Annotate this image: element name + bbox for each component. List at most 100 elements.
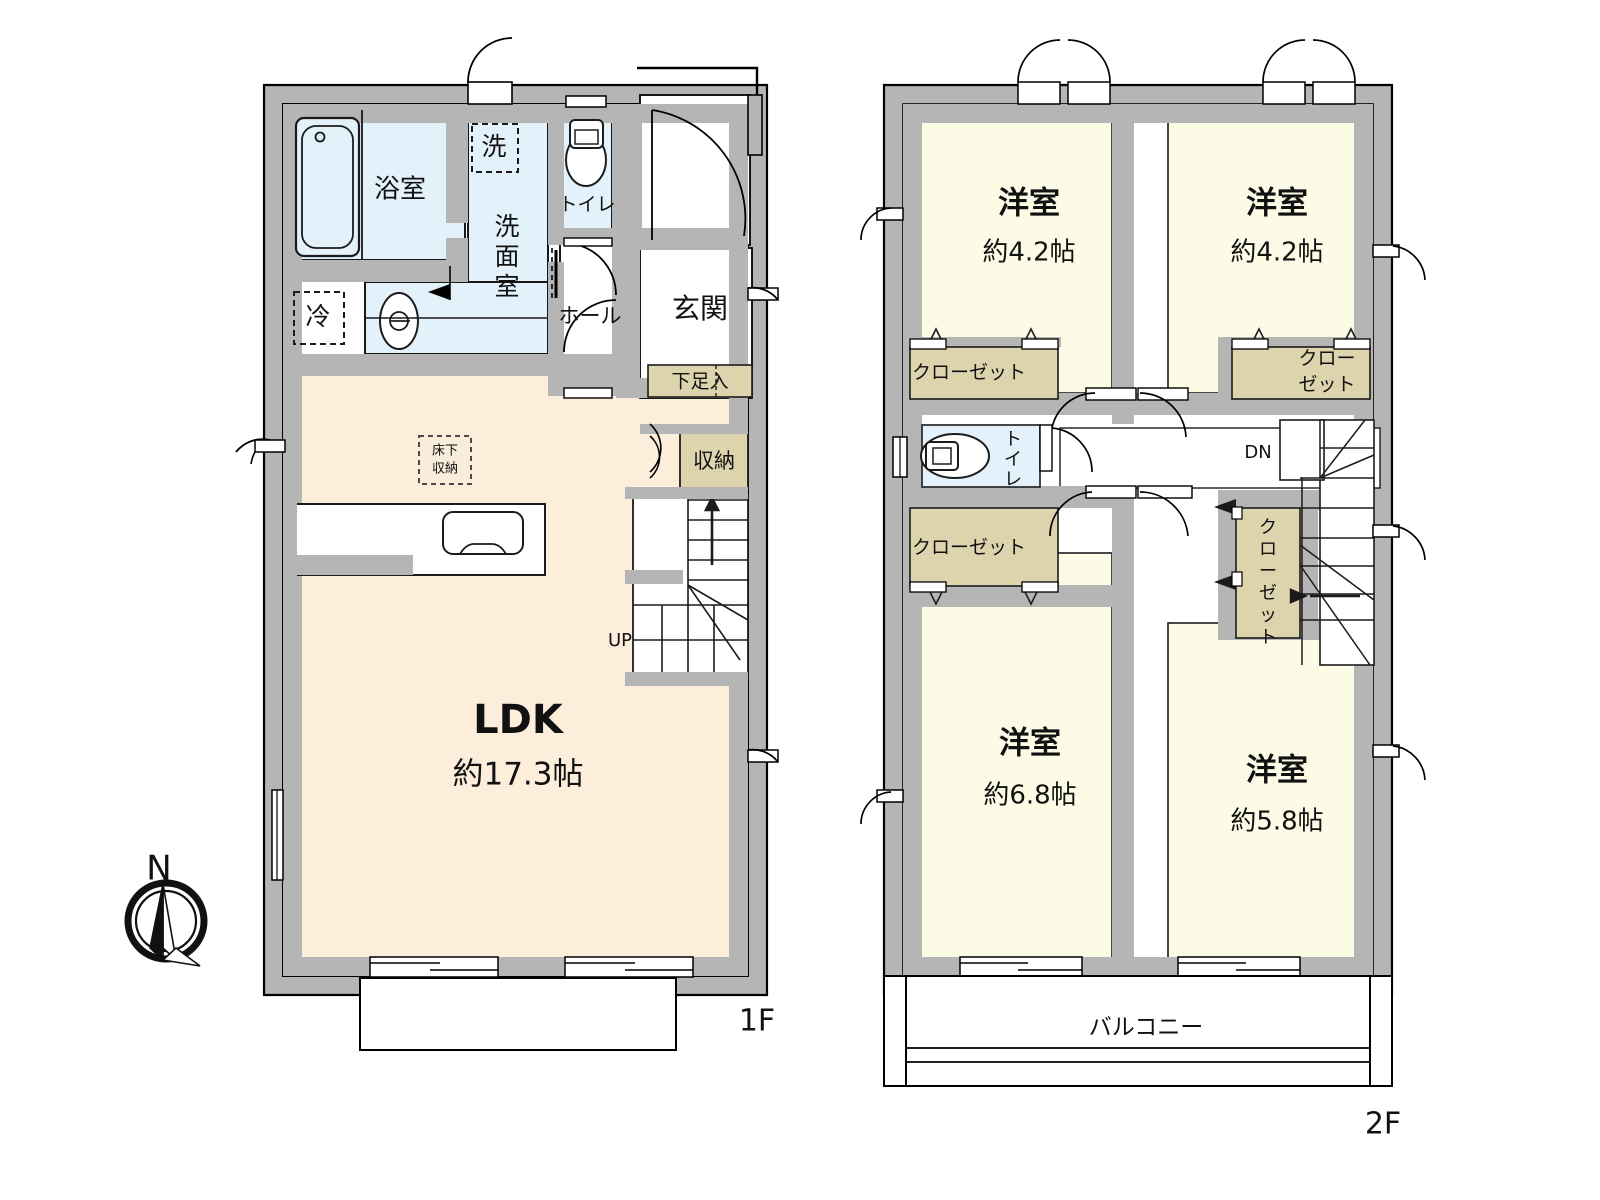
- underfloor-storage-dash: [418, 435, 472, 485]
- label-closet-nw: クローゼット: [912, 362, 1026, 384]
- closet-nw: [909, 346, 1059, 400]
- 2f-wall-ne-closet-left: [1218, 337, 1234, 395]
- 2f-stair-treads: [1299, 419, 1375, 666]
- door-swing-hall: [563, 299, 617, 353]
- label-genkan: 玄関: [672, 292, 728, 325]
- 1f-wall-genkan-top: [616, 228, 748, 250]
- door-swing-ldk-closet-a: [649, 423, 662, 473]
- kitchen-sink-icon: [442, 511, 524, 555]
- door-swing-se: [1139, 491, 1189, 537]
- label-toilet-1f: トイレ: [558, 194, 615, 216]
- 2f-wall-ne-closet-top: [1222, 337, 1373, 347]
- window-2f-right-mid: [1372, 524, 1400, 538]
- compass-north-label: N: [146, 849, 171, 889]
- label-closet-se-c5: ッ: [1259, 605, 1277, 626]
- door-swing-ldk-closet-b: [649, 435, 661, 479]
- bedroom-sw-floor: [906, 552, 1113, 974]
- 1f-wall-left: [283, 104, 302, 976]
- door-swing-left-upper: [235, 438, 271, 453]
- balcony-group: [883, 975, 1393, 1087]
- 2f-wall-sw-closet-bottom: [903, 585, 1114, 607]
- label-toilet-2f-c1: ト: [1004, 429, 1022, 450]
- 2f-stair-landing: [1279, 419, 1325, 481]
- fridge-tag-box: [293, 291, 345, 345]
- label-bedroom-ne-area: 約4.2帖: [1230, 238, 1323, 268]
- label-floor-2f: 2F: [1365, 1107, 1401, 1142]
- label-washroom-c2: 面: [494, 242, 519, 271]
- window-2f-nw-top-a: [1017, 81, 1061, 105]
- label-toilet-2f-c3: レ: [1004, 469, 1022, 490]
- window-2f-right-lower: [1372, 744, 1400, 758]
- bath-door-marker: [428, 284, 450, 300]
- label-closet-se-c6: ト: [1259, 627, 1277, 648]
- 1f-stair-wall-mid: [625, 570, 683, 584]
- door-swing-2f-toilet: [1051, 427, 1093, 473]
- 1f-porch-post: [747, 94, 763, 156]
- label-closet-se: ク ロ ー ゼ ッ ト: [1259, 517, 1277, 648]
- label-bedroom-nw-area: 約4.2帖: [982, 238, 1075, 268]
- label-underfloor-2: 収納: [432, 462, 458, 477]
- label-balcony: バルコニー: [1089, 1015, 1204, 1041]
- label-ldk: LDK: [473, 697, 565, 743]
- underfloor-storage-fill: [419, 436, 471, 484]
- bathtub-icon: [294, 116, 361, 258]
- label-closet-sw: クローゼット: [912, 537, 1026, 559]
- 1f-wall-hall-right: [612, 246, 640, 396]
- window-genkan-right: [747, 287, 779, 301]
- label-underfloor-1: 床下: [432, 444, 458, 459]
- closet-se-door-a: [1214, 499, 1236, 515]
- floor-1f-group: 浴室 洗 面 室 トイレ ホール 玄関 下足入 収納 洗 冷 床下 収納 LDK…: [235, 37, 779, 1051]
- window-2f-nw-top-b: [1067, 81, 1111, 105]
- closet-sw: [909, 507, 1059, 587]
- closet-ne: [1231, 346, 1371, 400]
- label-washer-tag: 洗: [481, 132, 506, 161]
- door-swing-genkan: [651, 109, 747, 237]
- bedroom-se-floor: [1167, 622, 1370, 974]
- door-swing-ne: [1139, 392, 1187, 438]
- door-nw-opening: [1085, 387, 1137, 401]
- window-toilet: [565, 95, 607, 108]
- label-hall: ホール: [559, 304, 622, 328]
- bathtub-inner-icon: [301, 125, 354, 249]
- label-bedroom-sw-area: 約6.8帖: [983, 781, 1076, 811]
- 1f-openings: [235, 37, 779, 1051]
- 1f-wall-bath-right-a: [446, 123, 468, 223]
- label-bedroom-nw: 洋室: [998, 186, 1060, 222]
- door-swing-genkan-right: [747, 286, 779, 301]
- window-right-lower: [747, 749, 779, 763]
- 1f-wall-wash-right-a: [548, 123, 564, 245]
- window-balcony-right: [1177, 956, 1301, 978]
- 2f-wall-se-closet-left: [1218, 490, 1236, 638]
- 1f-terrace: [359, 977, 677, 1051]
- 1f-porch-outline: [637, 66, 759, 105]
- label-toilet-2f-c2: イ: [1004, 449, 1022, 470]
- label-fridge-tag: 冷: [305, 302, 330, 331]
- 2f-wall-mid-top: [1112, 104, 1134, 424]
- label-ldk-area: 約17.3帖: [452, 757, 583, 793]
- 1f-stair-up-arrow: [703, 495, 721, 565]
- label-closet-se-c4: ゼ: [1259, 583, 1277, 604]
- window-balcony-left: [959, 956, 1083, 978]
- door-2f-toilet-opening: [1039, 424, 1053, 472]
- label-stair-up: UP: [608, 630, 632, 651]
- compass-rose: N: [124, 849, 208, 967]
- 1f-stair-treads: [633, 495, 749, 680]
- kitchen-sink-drain-icon: [459, 543, 507, 555]
- label-shoe-box: 下足入: [671, 371, 728, 393]
- label-bedroom-sw: 洋室: [999, 726, 1061, 762]
- window-2f-ne-top-b: [1312, 81, 1356, 105]
- 1f-closet-wall-top: [672, 424, 748, 434]
- bathtub-drain-icon: [314, 131, 326, 143]
- balcony-post-right: [1369, 975, 1393, 1087]
- window-2f-ne-top-a: [1262, 81, 1306, 105]
- label-ldk-closet: 収納: [693, 449, 735, 473]
- compass-tail: [161, 946, 201, 967]
- 1f-closet-wall-top2: [640, 424, 680, 434]
- label-closet-se-c3: ー: [1259, 561, 1277, 582]
- window-2f-right-upper: [1372, 244, 1400, 258]
- label-washroom-c3: 室: [494, 272, 519, 301]
- 2f-stair-block: [1319, 419, 1375, 666]
- label-stair-dn: DN: [1244, 442, 1271, 463]
